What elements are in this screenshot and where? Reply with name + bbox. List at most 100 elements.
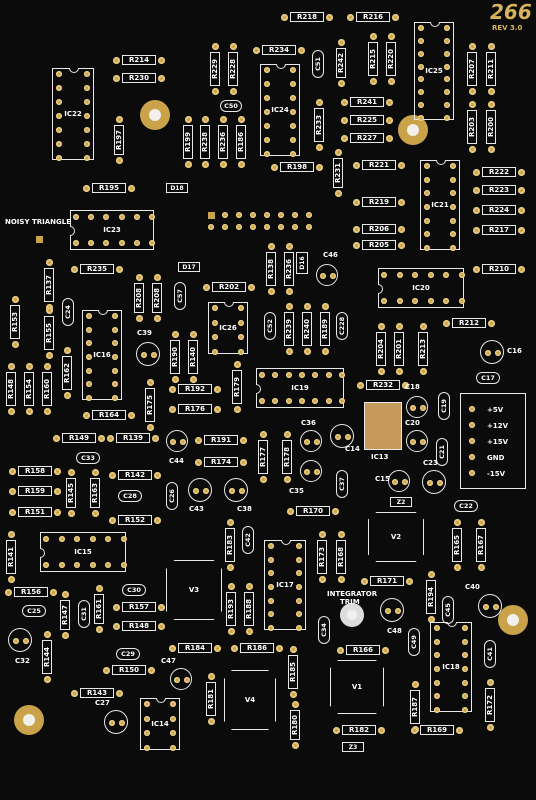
resistor-r215: R215 bbox=[368, 33, 378, 85]
integrator-trim-pot[interactable] bbox=[340, 603, 364, 627]
capacitor-label: C15 bbox=[375, 475, 390, 483]
resistor-label: R232 bbox=[372, 381, 393, 389]
capacitor-label: C23 bbox=[423, 459, 438, 467]
transistor-label: V4 bbox=[244, 696, 256, 704]
resistor-label: R234 bbox=[268, 46, 289, 54]
resistor-r222: R222 bbox=[473, 167, 525, 177]
resistor-r157: R157 bbox=[113, 602, 165, 612]
power-connector[interactable]: +5V +12V +15V GND -15V bbox=[460, 393, 526, 489]
resistor-label: R222 bbox=[488, 168, 509, 176]
ic-ic23: IC23 bbox=[70, 210, 155, 250]
resistor-r223: R223 bbox=[473, 185, 525, 195]
resistor-r200: R200 bbox=[486, 101, 496, 153]
resistor-r184: R184 bbox=[169, 643, 221, 653]
resistor-r233: R233 bbox=[314, 99, 324, 151]
resistor-label: R241 bbox=[356, 98, 377, 106]
capacitor-label: C44 bbox=[169, 457, 184, 465]
ic-label: IC18 bbox=[442, 663, 460, 671]
capacitor-c46: C46 bbox=[316, 251, 338, 286]
capacitor-label: C14 bbox=[345, 445, 360, 453]
capacitor-label: C18 bbox=[405, 383, 420, 391]
capacitor-c38: C38 bbox=[224, 478, 252, 513]
resistor-label: R178 bbox=[283, 446, 291, 467]
noisy-triangle-label: NOISY TRIANGLE bbox=[5, 218, 71, 226]
diode-d18: D18 bbox=[166, 183, 188, 193]
resistor-r234: R234 bbox=[253, 45, 305, 55]
resistor-r138: R138 bbox=[266, 243, 276, 295]
resistor-r238: R238 bbox=[200, 116, 210, 168]
ic-label: IC21 bbox=[431, 201, 449, 209]
resistor-r205: R205 bbox=[353, 240, 405, 250]
resistor-label: R151 bbox=[24, 508, 45, 516]
resistor-r228: R228 bbox=[228, 43, 238, 95]
resistor-r236: R236 bbox=[284, 243, 294, 295]
resistor-r202: R202 bbox=[203, 282, 255, 292]
capacitor-c39: C39 bbox=[136, 329, 160, 366]
resistor-r160: R160 bbox=[42, 363, 52, 415]
capacitor-c31: C31 bbox=[78, 600, 90, 628]
capacitor-label: C16 bbox=[507, 347, 522, 355]
transistor-v3: V3 bbox=[166, 560, 222, 620]
resistor-label: R188 bbox=[245, 598, 253, 619]
resistor-label: R233 bbox=[315, 114, 323, 135]
resistor-label: R184 bbox=[184, 644, 205, 652]
capacitor-c52: C52 bbox=[264, 312, 276, 340]
resistor-label: R175 bbox=[146, 394, 154, 415]
resistor-r156: R156 bbox=[5, 587, 57, 597]
resistor-r220: R220 bbox=[386, 33, 396, 85]
resistor-r179: R179 bbox=[232, 361, 242, 413]
ic-label: IC19 bbox=[291, 384, 309, 392]
resistor-label: R179 bbox=[233, 376, 241, 397]
capacitor-c33: C33 bbox=[76, 452, 100, 464]
resistor-label: R152 bbox=[124, 516, 145, 524]
diode-label: D17 bbox=[182, 263, 196, 271]
resistor-label: R144 bbox=[43, 646, 51, 667]
resistor-r195: R195 bbox=[83, 183, 135, 193]
resistor-r161: R161 bbox=[94, 585, 104, 633]
capacitor-c23: C23 bbox=[422, 459, 446, 494]
resistor-r180: R180 bbox=[290, 701, 300, 749]
resistor-r163: R163 bbox=[90, 469, 100, 517]
ic-label: IC24 bbox=[271, 106, 289, 114]
resistor-label: R210 bbox=[488, 265, 509, 273]
ic-ic22: IC22 bbox=[52, 68, 94, 161]
capacitor-label: C22 bbox=[459, 502, 473, 510]
resistor-r153: R153 bbox=[10, 296, 20, 348]
ic-label: IC15 bbox=[74, 548, 92, 556]
resistor-label: R187 bbox=[411, 696, 419, 717]
capacitor-label: C45 bbox=[444, 603, 452, 617]
capacitor-label: C30 bbox=[127, 586, 141, 594]
diode-label: D16 bbox=[298, 256, 306, 270]
capacitor-label: C24 bbox=[64, 305, 72, 319]
resistor-label: R212 bbox=[458, 319, 479, 327]
noisy-triangle-pad[interactable] bbox=[36, 236, 43, 243]
resistor-label: R211 bbox=[487, 58, 495, 79]
capacitor-label: C26 bbox=[168, 489, 176, 503]
resistor-label: R223 bbox=[488, 186, 509, 194]
resistor-label: R180 bbox=[291, 714, 299, 735]
resistor-label: R186 bbox=[237, 131, 245, 152]
resistor-r148: R148 bbox=[6, 363, 16, 415]
resistor-label: R158 bbox=[24, 467, 45, 475]
resistor-r178: R178 bbox=[282, 431, 292, 483]
resistor-r208: R208 bbox=[134, 274, 144, 322]
resistor-r162: R162 bbox=[62, 347, 72, 399]
resistor-label: R168 bbox=[337, 546, 345, 567]
resistor-r140: R140 bbox=[188, 331, 198, 383]
resistor-label: R155 bbox=[45, 322, 53, 343]
board-title: 266 bbox=[490, 0, 532, 24]
pin-header[interactable] bbox=[208, 212, 318, 234]
resistor-label: R164 bbox=[98, 411, 119, 419]
resistor-label: R160 bbox=[43, 378, 51, 399]
resistor-r210: R210 bbox=[473, 264, 525, 274]
ic-label: IC13 bbox=[371, 453, 389, 461]
capacitor-c26: C26 bbox=[166, 482, 178, 510]
capacitor-label: C33 bbox=[81, 454, 95, 462]
resistor-label: R157 bbox=[128, 603, 149, 611]
resistor-label: R137 bbox=[45, 274, 53, 295]
resistor-label: R205 bbox=[368, 241, 389, 249]
resistor-label: R149 bbox=[68, 434, 89, 442]
resistor-r167: R167 bbox=[476, 519, 486, 571]
resistor-r164: R164 bbox=[83, 410, 135, 420]
power-label: +15V bbox=[487, 438, 509, 446]
